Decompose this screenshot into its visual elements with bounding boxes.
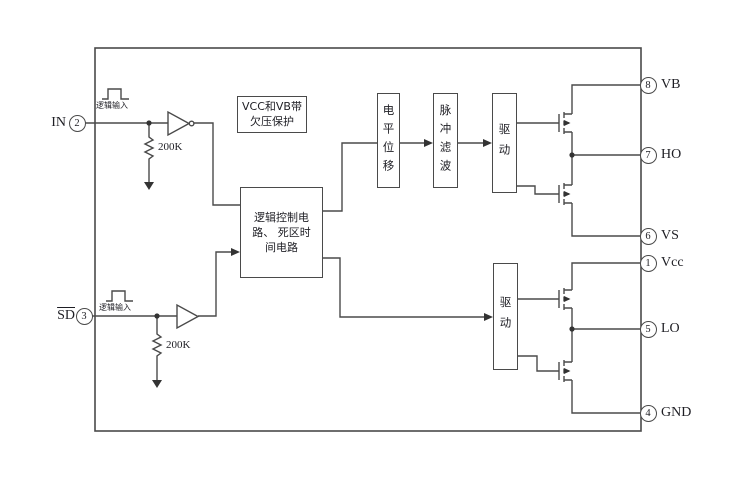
- logic-block-line3: 间电路: [265, 241, 298, 254]
- logic-control-block: 逻辑控制电 路、 死区时 间电路: [240, 187, 323, 278]
- pin-4-circle: 4: [639, 404, 657, 422]
- vcc-wire: [571, 262, 640, 290]
- in-waveform-label: 逻辑输入: [96, 101, 128, 110]
- in-pulse-waveform-icon: [102, 88, 129, 100]
- high-side-driver-label: 驱动: [497, 122, 512, 164]
- in-inverter-icon: [167, 110, 191, 137]
- pin-4-label: GND: [661, 405, 692, 420]
- pin-7-label: HO: [661, 147, 682, 162]
- sd-buffer-icon: [176, 303, 200, 330]
- sd-arrowhead-icon: [231, 248, 240, 256]
- vb-wire: [571, 84, 640, 114]
- high-side-driver-block: 驱动: [492, 93, 517, 193]
- pin-1-circle: 1: [639, 254, 657, 272]
- pin-7-circle: 7: [639, 146, 657, 164]
- ls-lower-gate-wire: [518, 355, 559, 372]
- logic-to-levelshift-wire: [323, 142, 377, 212]
- pin-6-label: VS: [661, 228, 679, 243]
- pulse-filter-label: 脉冲滤波: [438, 103, 453, 178]
- ls-driver-arrowhead-icon: [484, 313, 493, 321]
- vs-wire: [571, 203, 640, 237]
- sd-to-logic-wire: [198, 251, 231, 317]
- pin-6-circle: 6: [639, 227, 657, 245]
- lo-wire: [571, 308, 640, 362]
- pin-8-label: VB: [661, 77, 681, 92]
- sd-pulldown-resistor: [151, 316, 163, 380]
- ls-upper-mosfet-icon: [558, 287, 573, 311]
- in-pulldown-resistor: [143, 123, 155, 182]
- sd-waveform-label: 逻辑输入: [99, 303, 131, 312]
- uvlo-block: VCC和VB带 欠压保护: [237, 96, 307, 133]
- ls-lower-mosfet-icon: [558, 359, 573, 383]
- in-to-logic-wire: [194, 122, 240, 206]
- level-shift-label: 电平位移: [381, 103, 396, 178]
- pin-5-label: LO: [661, 321, 680, 336]
- gnd-wire: [571, 380, 640, 414]
- pulse-filter-block: 脉冲滤波: [433, 93, 458, 188]
- in-pin-label: IN: [51, 115, 66, 130]
- level-shift-block: 电平位移: [377, 93, 400, 188]
- in-resistor-label: 200K: [158, 141, 183, 153]
- low-side-driver-block: 驱动: [493, 263, 518, 370]
- inverter-bubble-icon: [188, 120, 195, 127]
- ho-wire: [571, 132, 640, 185]
- sd-pin-number: 3: [75, 307, 93, 325]
- hs-lower-mosfet-icon: [558, 182, 573, 206]
- low-side-driver-label: 驱动: [498, 296, 513, 337]
- filter-arrowhead-icon: [424, 139, 433, 147]
- sd-ground-icon: [152, 380, 162, 388]
- uvlo-block-line1: VCC和VB带: [242, 100, 302, 113]
- sd-resistor-label: 200K: [166, 339, 191, 351]
- hs-driver-arrowhead-icon: [483, 139, 492, 147]
- logic-block-line2: 路、 死区时: [252, 226, 311, 239]
- in-ground-icon: [144, 182, 154, 190]
- pin-1-label: Vcc: [661, 255, 684, 270]
- sd-pulse-waveform-icon: [106, 290, 133, 302]
- hs-lower-gate-wire: [517, 185, 559, 195]
- uvlo-block-line2: 欠压保护: [250, 114, 294, 128]
- pin-5-circle: 5: [639, 320, 657, 338]
- logic-to-lowdriver-wire: [323, 257, 484, 318]
- pin-8-circle: 8: [639, 76, 657, 94]
- arrowheads: [144, 139, 493, 388]
- logic-block-line1: 逻辑控制电: [254, 211, 309, 224]
- sd-pin-label: SD: [57, 308, 75, 323]
- junction-dots: [146, 120, 575, 332]
- in-pin-number: 2: [68, 114, 86, 132]
- hs-upper-mosfet-icon: [558, 111, 573, 135]
